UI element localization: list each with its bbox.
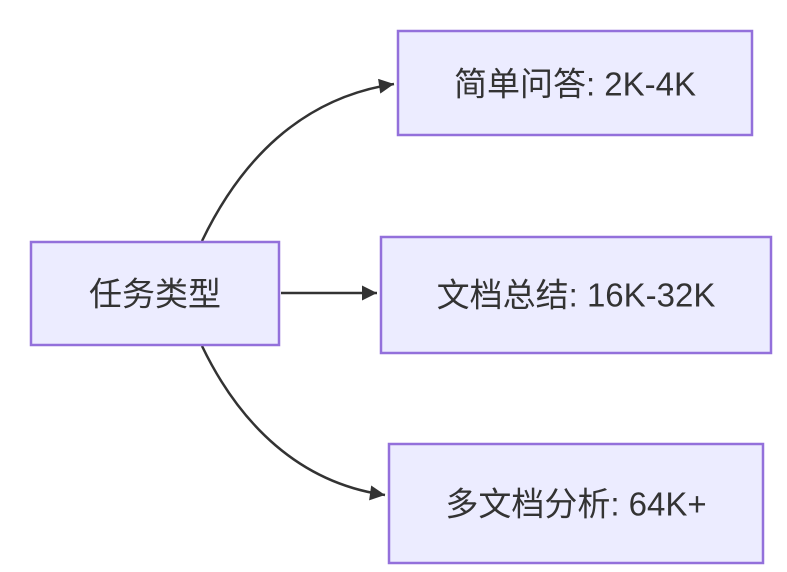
edge-root-to-multidoc bbox=[200, 345, 386, 501]
node-multidoc-analysis-label: 多文档分析: 64K+ bbox=[445, 486, 706, 523]
node-simple-qa: 简单问答: 2K-4K bbox=[396, 29, 754, 137]
node-doc-summary-box bbox=[379, 235, 773, 355]
node-task-type-label: 任务类型 bbox=[89, 276, 221, 313]
node-doc-summary: 文档总结: 16K-32K bbox=[379, 235, 773, 355]
node-task-type: 任务类型 bbox=[29, 240, 281, 347]
node-simple-qa-box bbox=[396, 29, 754, 137]
edge-root-to-simple-qa bbox=[200, 78, 395, 242]
node-task-type-box bbox=[29, 240, 281, 347]
node-multidoc-analysis: 多文档分析: 64K+ bbox=[387, 442, 765, 565]
node-multidoc-analysis-box bbox=[387, 442, 765, 565]
node-simple-qa-label: 简单问答: 2K-4K bbox=[454, 66, 696, 103]
edges-layer bbox=[200, 78, 395, 501]
node-doc-summary-label: 文档总结: 16K-32K bbox=[437, 277, 716, 314]
